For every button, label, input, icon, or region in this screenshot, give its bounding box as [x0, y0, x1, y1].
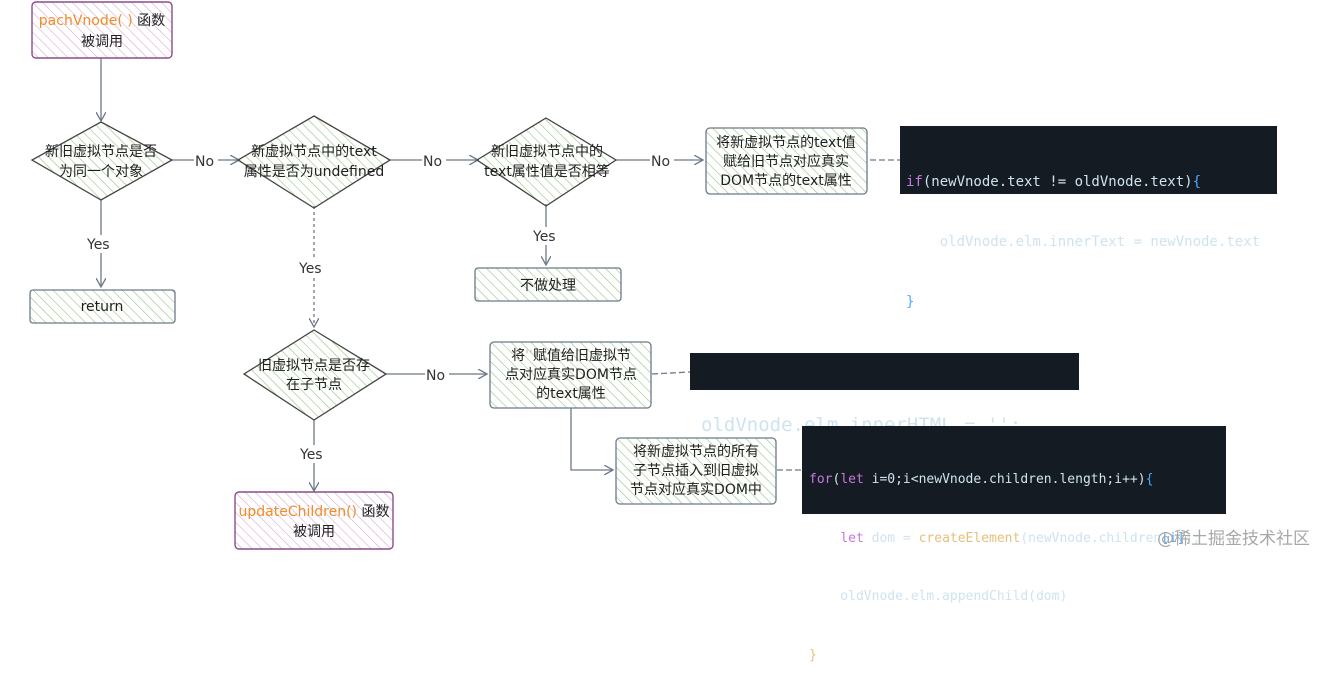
node-text-equal-line2: text属性值是否相等	[484, 163, 610, 180]
node-assign-text-line2: 赋给旧节点对应真实	[723, 153, 849, 170]
node-text-equal-line1: 新旧虚拟节点中的	[491, 144, 603, 160]
node-assign-text-line3: DOM节点的text属性	[720, 173, 852, 189]
edge-label-no-4: No	[426, 368, 445, 384]
node-start-line1: pachVnode( ) 函数	[39, 13, 165, 29]
node-noop: 不做处理	[474, 267, 622, 302]
code-line: }	[809, 647, 817, 663]
code-block-innerhtml: oldVnode.elm.innerHTML = '';	[690, 353, 1079, 436]
node-start-line2: 被调用	[81, 34, 123, 50]
node-assign-empty: 将''赋值给旧虚拟节 点对应真实DOM节点 的text属性	[489, 341, 652, 409]
node-assign-text: 将新虚拟节点的text值 赋给旧节点对应真实 DOM节点的text属性	[705, 127, 868, 195]
node-return: return	[29, 289, 176, 324]
edge-label-yes-4: Yes	[299, 447, 323, 463]
node-insert-children-line2: 子节点插入到旧虚拟	[633, 463, 759, 479]
node-insert-children: 将新虚拟节点的所有 子节点插入到旧虚拟 节点对应真实DOM中	[615, 437, 777, 505]
watermark: @稀土掘金技术社区	[1157, 529, 1310, 549]
node-start: pachVnode( ) 函数 被调用	[31, 1, 173, 59]
edge-label-no-1: No	[195, 154, 214, 170]
node-text-equal: 新旧虚拟节点中的 text属性值是否相等	[475, 117, 618, 207]
edge-label-yes-3: Yes	[532, 229, 556, 245]
node-update-children-line2: 被调用	[293, 524, 335, 540]
node-update-children: updateChildren() 函数 被调用	[234, 491, 394, 550]
node-noop-label: 不做处理	[520, 278, 576, 294]
node-same-object-line2: 为同一个对象	[59, 164, 143, 180]
edge-label-yes-1: Yes	[86, 237, 110, 253]
node-return-label: return	[81, 299, 124, 315]
node-assign-text-line1: 将新虚拟节点的text值	[716, 135, 856, 151]
code-block-children: for(let i=0;i<newVnode.children.length;i…	[802, 426, 1226, 663]
node-insert-children-line3: 节点对应真实DOM中	[630, 481, 762, 498]
node-text-undefined-line2: 属性是否为undefined	[244, 164, 384, 180]
code-line: for(let i=0;i<newVnode.children.length;i…	[809, 472, 1154, 487]
connector-empty-code2	[651, 371, 691, 375]
node-update-children-line1: updateChildren() 函数	[239, 504, 390, 520]
code-line: if(newVnode.text != oldVnode.text){	[906, 174, 1202, 190]
code-line: oldVnode.elm.appendChild(dom)	[809, 589, 1068, 604]
node-old-children-line1: 旧虚拟节点是否存	[258, 358, 370, 374]
edge-label-no-3: No	[651, 154, 670, 170]
code-line: oldVnode.elm.innerText = newVnode.text	[906, 234, 1261, 250]
node-same-object-line1: 新旧虚拟节点是否	[45, 144, 157, 160]
node-text-undefined: 新虚拟节点中的text 属性是否为undefined	[236, 115, 392, 209]
node-text-undefined-line1: 新虚拟节点中的text	[251, 144, 377, 160]
code-block-text: if(newVnode.text != oldVnode.text){ oldV…	[900, 126, 1277, 310]
edge-label-yes-2: Yes	[298, 261, 322, 277]
code-line: let dom = createElement(newVnode.childre…	[840, 530, 1201, 546]
edge-empty-to-insert	[570, 408, 612, 470]
node-assign-empty-line1: 将''赋值给旧虚拟节	[511, 348, 631, 364]
node-assign-empty-line2: 点对应真实DOM节点	[505, 366, 637, 383]
node-old-children: 旧虚拟节点是否存 在子节点	[242, 329, 388, 421]
node-insert-children-line1: 将新虚拟节点的所有	[633, 444, 759, 460]
code-line: }	[906, 294, 915, 310]
edge-labels: No Yes No Yes No Yes No Yes	[86, 151, 674, 463]
edge-label-no-2: No	[423, 154, 442, 170]
node-same-object: 新旧虚拟节点是否 为同一个对象	[30, 121, 174, 201]
flowchart: No Yes No Yes No Yes No Yes pachVnode( )…	[29, 1, 900, 550]
node-old-children-line2: 在子节点	[286, 377, 342, 393]
node-assign-empty-line3: 的text属性	[536, 386, 606, 402]
